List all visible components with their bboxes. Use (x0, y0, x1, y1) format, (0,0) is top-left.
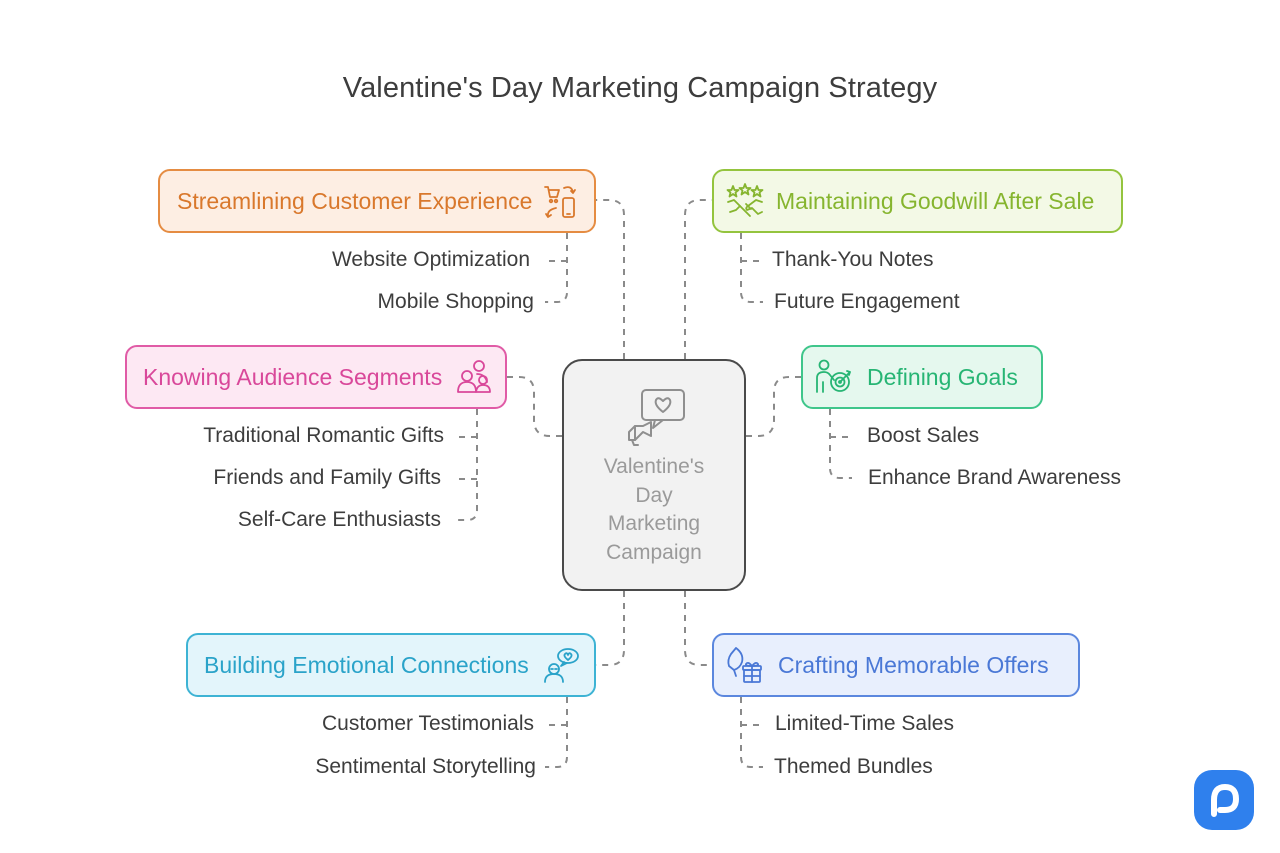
branch-crafting-memorable-offers: Crafting Memorable Offers (712, 633, 1080, 697)
list-item: Website Optimization (331, 248, 530, 271)
list-item: Future Engagement (774, 290, 960, 313)
list-item: Friends and Family Gifts (213, 466, 441, 489)
list-item: Thank-You Notes (772, 248, 934, 271)
megaphone-heart-icon (625, 388, 687, 446)
branch-label: Knowing Audience Segments (143, 363, 443, 390)
branch-label: Crafting Memorable Offers (778, 651, 1049, 678)
branch-label: Streamlining Customer Experience (177, 187, 533, 214)
center-label-line: Valentine's (603, 455, 705, 478)
list-item: Themed Bundles (774, 755, 933, 778)
tag-gift-icon (726, 646, 764, 684)
person-heart-icon (542, 646, 580, 684)
list-item: Customer Testimonials (321, 712, 534, 735)
cart-phone-icon (542, 182, 580, 220)
people-group-icon (455, 358, 493, 396)
center-label-line: Day (635, 483, 673, 507)
brand-logo-icon (1194, 770, 1254, 830)
branch-knowing-audience-segments: Knowing Audience Segments (125, 345, 507, 409)
list-item: Boost Sales (867, 424, 980, 447)
list-item: Limited-Time Sales (775, 712, 954, 735)
handshake-stars-icon (726, 182, 764, 220)
list-item: Traditional Romantic Gifts (203, 424, 444, 447)
branch-label: Defining Goals (867, 363, 1018, 390)
diagram-title: Valentine's Day Marketing Campaign Strat… (342, 72, 938, 104)
list-item: Enhance Brand Awareness (868, 466, 1121, 489)
branch-label: Maintaining Goodwill After Sale (776, 187, 1095, 214)
branch-defining-goals: Defining Goals (801, 345, 1043, 409)
branch-maintaining-goodwill-after-sale: Maintaining Goodwill After Sale (712, 169, 1123, 233)
center-label-line: Campaign (606, 540, 702, 564)
branch-building-emotional-connections: Building Emotional Connections (186, 633, 596, 697)
list-item: Sentimental Storytelling (315, 755, 536, 778)
branch-streamlining-customer-experience: Streamlining Customer Experience (158, 169, 596, 233)
branch-label: Building Emotional Connections (204, 651, 529, 678)
person-target-icon (815, 358, 853, 396)
list-item: Mobile Shopping (377, 290, 534, 313)
list-item: Self-Care Enthusiasts (237, 508, 441, 531)
center-label-line: Marketing (607, 512, 701, 535)
center-node: Valentine's Day Marketing Campaign (562, 359, 746, 591)
